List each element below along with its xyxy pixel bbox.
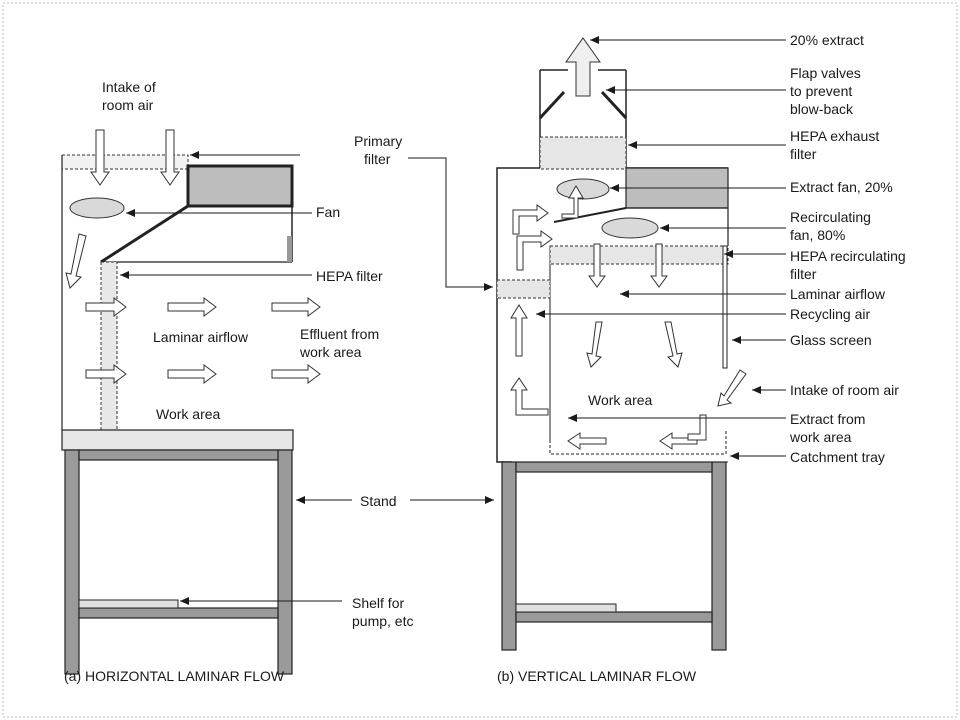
- label-effluent-2: work area: [299, 344, 362, 360]
- flap-valve-left: [538, 90, 566, 120]
- label-fan: Fan: [316, 204, 340, 220]
- stand-bottom-rail-a: [78, 607, 279, 619]
- label-intake-a-2: room air: [102, 97, 154, 113]
- recirculating-fan: [601, 217, 659, 239]
- label-recirc-fan-2: fan, 80%: [790, 227, 845, 243]
- laminar-arrow-a3: [271, 297, 321, 317]
- tray-arrow-1: [567, 432, 607, 450]
- vertical-cabinet: [496, 69, 729, 651]
- downflow-arrow-a: [65, 233, 87, 289]
- label-primary-filter-1: Primary: [354, 133, 402, 149]
- label-hepa-recirc-1: HEPA recirculating: [790, 248, 906, 264]
- stand-leg-right-a: [277, 449, 293, 675]
- recycle-corner-arrow: [510, 377, 549, 416]
- baffle-b: [553, 207, 627, 223]
- recirc-up-arrow-2: [516, 230, 553, 271]
- primary-filter-b: [496, 279, 551, 299]
- down-arrow-b4: [664, 321, 683, 368]
- hepa-filter-a: [100, 261, 118, 431]
- label-extract-fan: Extract fan, 20%: [790, 179, 893, 195]
- extract-corner-arrow: [687, 414, 707, 441]
- down-arrow-b2: [650, 243, 668, 288]
- label-extract-work-2: work area: [789, 429, 852, 445]
- label-effluent-1: Effluent from: [300, 326, 379, 342]
- intake-arrow-a1: [90, 129, 110, 186]
- label-intake-b: Intake of room air: [790, 382, 899, 398]
- label-primary-filter-2: filter: [364, 151, 391, 167]
- label-extract-work-1: Extract from: [790, 411, 865, 427]
- caption-horizontal: (a) HORIZONTAL LAMINAR FLOW: [64, 668, 285, 684]
- stand-top-rail-a: [78, 449, 279, 461]
- label-work-area-a: Work area: [156, 406, 221, 422]
- label-stand: Stand: [360, 493, 397, 509]
- hepa-recirc-filter: [549, 245, 729, 265]
- down-arrow-b1: [588, 243, 606, 288]
- label-shelf-2: pump, etc: [352, 613, 413, 629]
- catchment-tray: [549, 430, 727, 455]
- flap-valve-right: [600, 90, 628, 120]
- label-laminar-airflow-a: Laminar airflow: [153, 329, 249, 345]
- label-hepa-exhaust-1: HEPA exhaust: [790, 128, 879, 144]
- label-glass-screen: Glass screen: [790, 332, 872, 348]
- laminar-arrow-a1: [85, 297, 127, 317]
- intake-arrow-b: [717, 369, 747, 407]
- stand-leg-right-b: [711, 461, 727, 651]
- laminar-arrow-a5: [167, 364, 217, 384]
- label-hepa-recirc-2: filter: [790, 266, 817, 282]
- glass-screen: [722, 245, 728, 369]
- label-intake-a-1: Intake of: [102, 79, 156, 95]
- laminar-arrow-a6: [271, 364, 321, 384]
- worktop-a: [61, 429, 294, 451]
- extract-fan-arrow: [561, 185, 584, 219]
- caption-vertical: (b) VERTICAL LAMINAR FLOW: [497, 668, 697, 684]
- label-recycling-air: Recycling air: [790, 306, 870, 322]
- label-flap-3: blow-back: [790, 101, 854, 117]
- shelf-a: [78, 599, 179, 609]
- laminar-arrow-a2: [167, 297, 217, 317]
- duct-block-a: [287, 236, 292, 262]
- airflow-arrows-a: [65, 129, 321, 384]
- label-shelf-1: Shelf for: [352, 595, 404, 611]
- exhaust-arrow: [565, 37, 601, 97]
- stand-leg-left-a: [64, 449, 80, 675]
- stand-top-rail-b: [515, 461, 713, 473]
- fan-a: [69, 197, 125, 219]
- label-work-area-b: Work area: [588, 392, 653, 408]
- recycle-up-arrow: [510, 304, 528, 357]
- label-recirc-fan-1: Recirculating: [790, 209, 871, 225]
- stand-bottom-rail-b: [515, 611, 713, 623]
- label-catchment: Catchment tray: [790, 449, 885, 465]
- label-hepa-exhaust-2: filter: [790, 146, 817, 162]
- intake-arrow-a2: [160, 129, 180, 186]
- hepa-exhaust-filter: [539, 136, 627, 170]
- label-laminar-airflow-b: Laminar airflow: [790, 286, 886, 302]
- label-flap-1: Flap valves: [790, 65, 861, 81]
- label-extract-20: 20% extract: [790, 32, 864, 48]
- fan-housing-a: [186, 164, 294, 208]
- leader-primary-filter-b: [408, 157, 493, 291]
- laminar-arrow-a4: [85, 364, 127, 384]
- label-hepa-filter: HEPA filter: [316, 268, 383, 284]
- extract-fan: [556, 178, 610, 200]
- label-flap-2: to prevent: [790, 83, 852, 99]
- stand-leg-left-b: [501, 461, 517, 651]
- leaders-b: [536, 36, 786, 460]
- recirc-up-arrow-1: [512, 204, 549, 235]
- shelf-b: [515, 603, 617, 613]
- duct-slope-a: [100, 204, 189, 264]
- airflow-arrows-b: [510, 37, 747, 450]
- down-arrow-b3: [586, 321, 603, 368]
- leaders-a: [120, 151, 494, 605]
